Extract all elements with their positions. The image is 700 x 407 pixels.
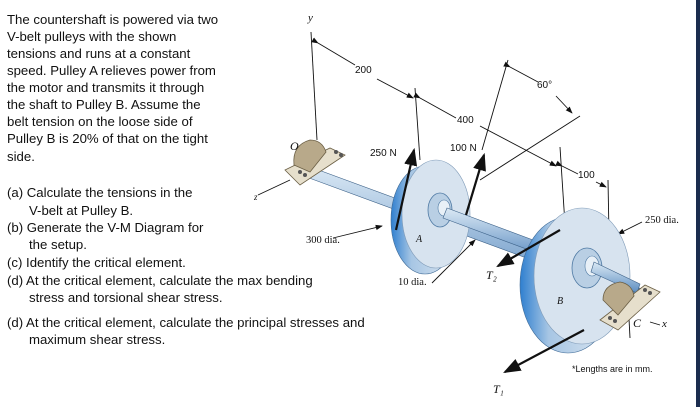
bearing-o bbox=[284, 139, 346, 186]
t2-label: T₂ bbox=[486, 268, 497, 282]
dia-250: 250 dia. bbox=[645, 215, 679, 226]
pulley-a-label: A bbox=[416, 234, 423, 245]
dia-10: 10 dia. bbox=[398, 277, 427, 288]
dim-100: 100 bbox=[578, 170, 595, 181]
force-100n: 100 N bbox=[450, 143, 477, 154]
force-250n: 250 N bbox=[370, 148, 397, 159]
page-edge bbox=[696, 0, 700, 407]
intro-line: speed. Pulley A relieves power from bbox=[7, 63, 216, 78]
question-line: (b) Generate the V-M Diagram for bbox=[7, 220, 204, 235]
intro-line: the shaft to Pulley B. Assume the bbox=[7, 97, 201, 112]
intro-line: tensions and runs at a constant bbox=[7, 46, 191, 61]
question-line: V-belt at Pulley B. bbox=[7, 203, 134, 218]
dim-400: 400 bbox=[457, 115, 474, 126]
dim-200: 200 bbox=[355, 65, 372, 76]
angle-60: 60° bbox=[537, 80, 553, 91]
force-arrows bbox=[394, 147, 585, 374]
axis-y-label: y bbox=[308, 12, 313, 24]
intro-line: belt tension on the loose side of bbox=[7, 114, 193, 129]
axis-x-label: x bbox=[662, 318, 667, 330]
question-line: the setup. bbox=[7, 237, 87, 252]
question-line: (d) At the critical element, calculate t… bbox=[7, 273, 313, 288]
question-line: (d) At the critical element, calculate t… bbox=[7, 315, 365, 330]
bearing-c bbox=[599, 281, 661, 331]
axis-z-label: z bbox=[254, 192, 258, 202]
intro-line: The countershaft is powered via two bbox=[7, 12, 219, 27]
question-line: (a) Calculate the tensions in the bbox=[7, 185, 193, 200]
question-line: maximum shear stress. bbox=[7, 332, 166, 347]
intro-line: the motor and transmits it through bbox=[7, 80, 205, 95]
intro-line: side. bbox=[7, 149, 35, 164]
point-o-label: O bbox=[290, 139, 299, 153]
question-line: stress and torsional shear stress. bbox=[7, 290, 223, 305]
intro-line: V-belt pulleys with the shown bbox=[7, 29, 177, 44]
bearing-c-label: C bbox=[633, 316, 642, 330]
pulley-a bbox=[390, 159, 471, 275]
intro-line: Pulley B is 20% of that on the tight bbox=[7, 131, 208, 146]
dia-300: 300 dia. bbox=[306, 235, 340, 246]
pulley-b bbox=[519, 207, 641, 354]
question-line: (c) Identify the critical element. bbox=[7, 255, 186, 270]
units-note: *Lengths are in mm. bbox=[572, 364, 653, 374]
t1-label: T₁ bbox=[493, 382, 504, 396]
pulley-b-label: B bbox=[557, 296, 564, 307]
